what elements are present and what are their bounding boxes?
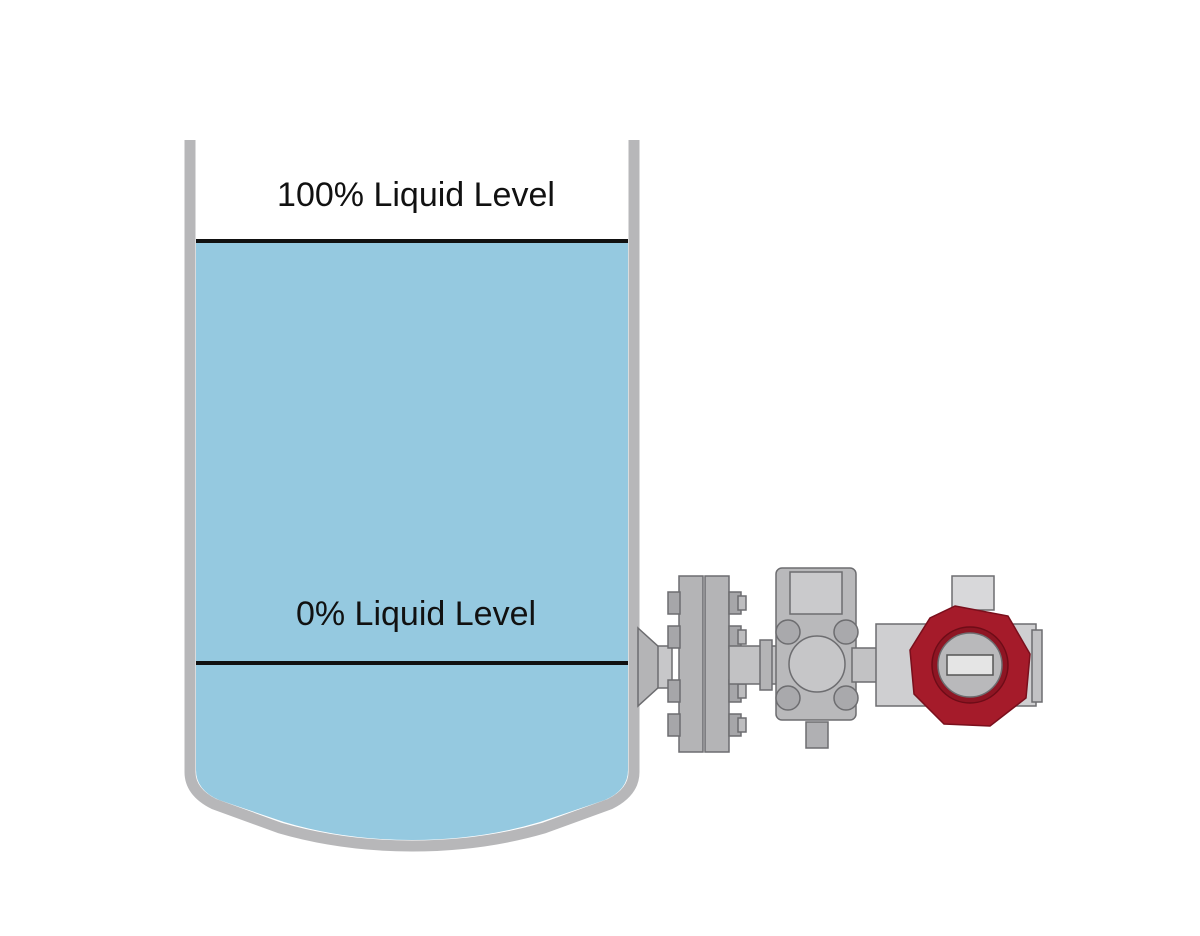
sensor-bolt-tr <box>833 619 859 645</box>
sensor-bolt-br <box>833 685 859 711</box>
sensor-capsule <box>788 635 846 693</box>
transmitter-neck <box>851 647 879 683</box>
conduit-top <box>951 575 995 611</box>
pipe-collar <box>759 639 773 691</box>
tank-wall <box>184 140 640 852</box>
full-level-label: 100% Liquid Level <box>277 176 555 214</box>
drain-valve <box>805 721 829 749</box>
nozzle-cone <box>637 626 661 708</box>
sensor-bolt-bl <box>775 685 801 711</box>
pressure-transmitter-icon <box>637 567 1043 753</box>
housing-end-cap <box>1031 629 1043 703</box>
nozzle-stub <box>657 645 673 689</box>
sensor-top-block <box>789 571 843 615</box>
sensor-bolt-tl <box>775 619 801 645</box>
display-screen-icon <box>946 654 994 676</box>
liquid-fill <box>196 241 628 840</box>
empty-level-label: 0% Liquid Level <box>295 595 537 633</box>
